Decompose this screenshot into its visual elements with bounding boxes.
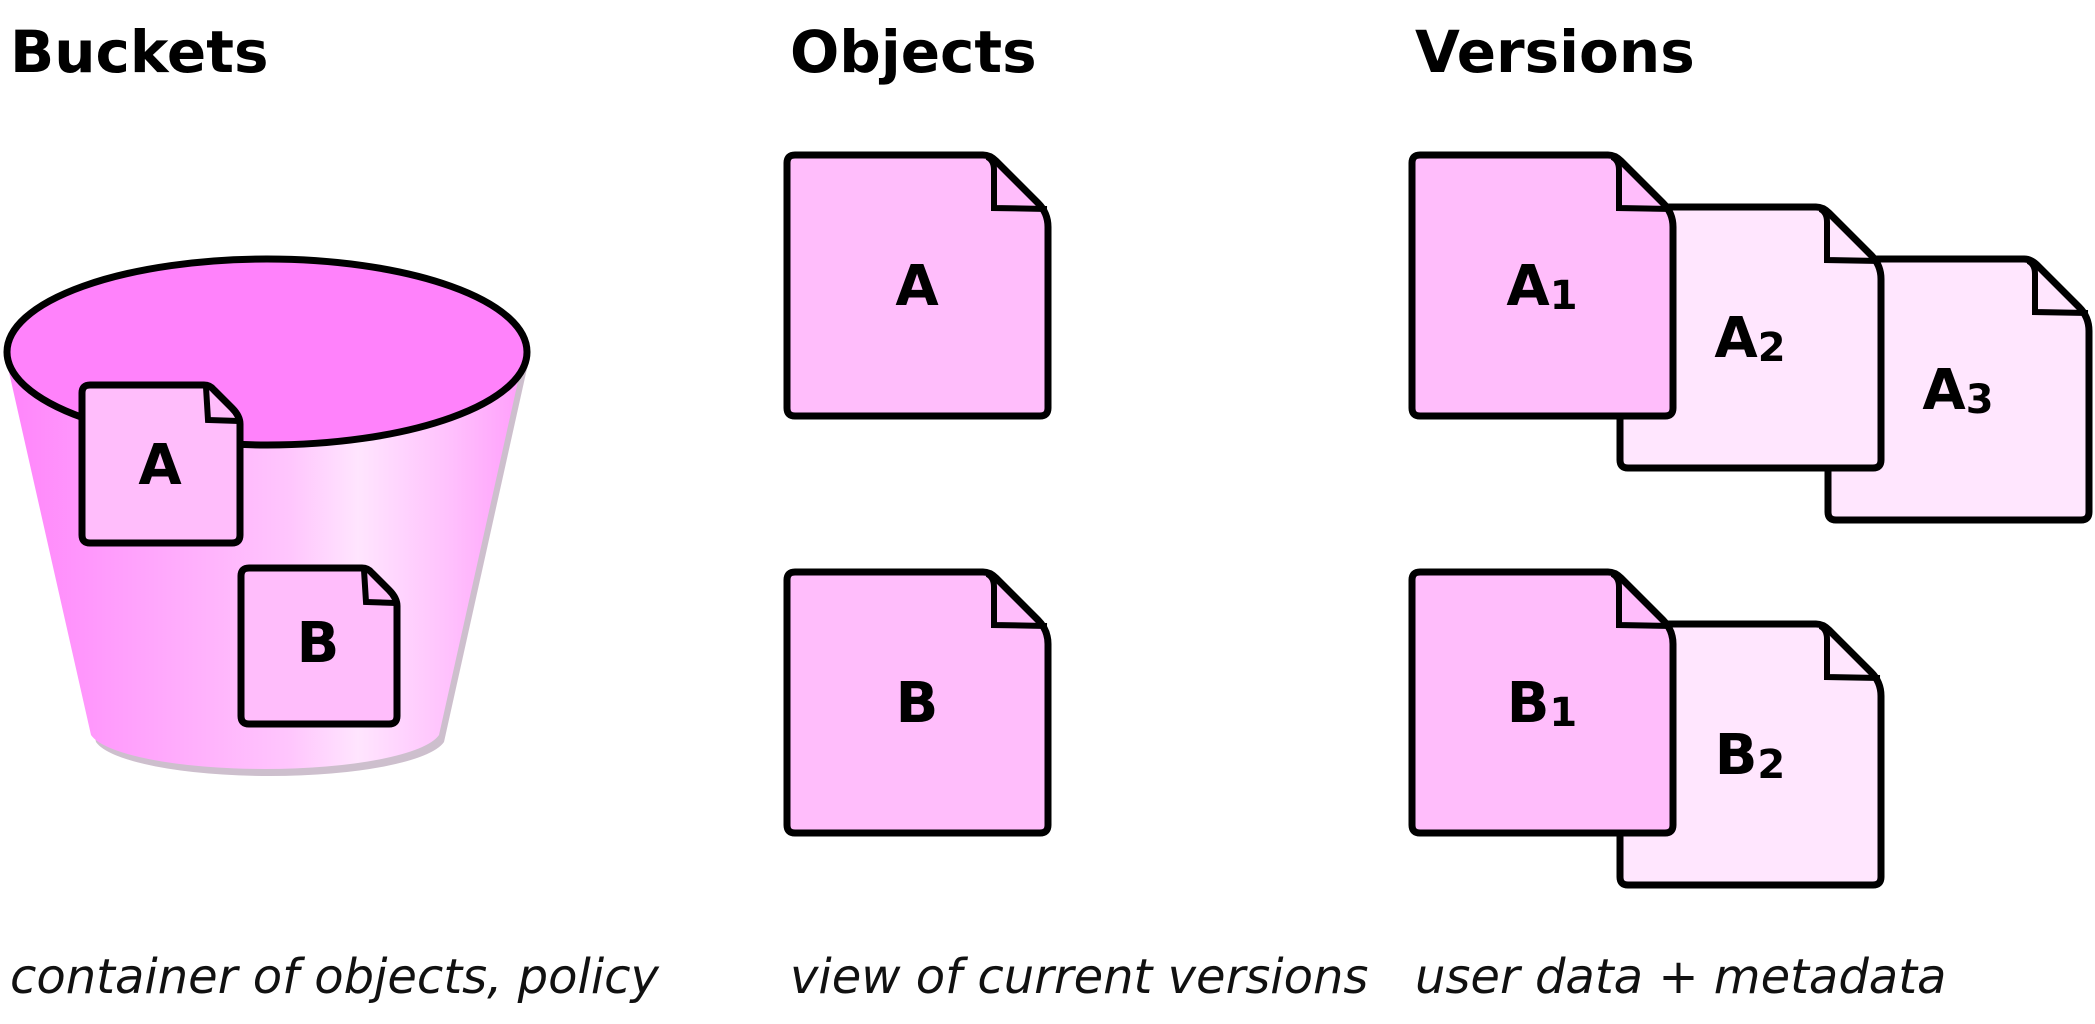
version-doc-a1-label: A1 [1506, 254, 1577, 319]
bucket-doc-b-label: B [297, 611, 340, 676]
object-doc-a-label: A [895, 254, 939, 319]
bucket-doc-a-label: A [138, 433, 182, 498]
version-doc-a2-label: A2 [1714, 306, 1785, 371]
version-doc-b2-label: B2 [1715, 723, 1786, 788]
dog-ear-icon [1610, 571, 1673, 629]
buckets-heading: Buckets [10, 18, 268, 86]
dog-ear-icon [985, 154, 1048, 212]
versions-heading: Versions [1415, 18, 1695, 86]
bucket-doc-a: A [78, 381, 244, 547]
object-doc-b-label: B [896, 671, 939, 736]
versions-caption: user data + metadata [1415, 949, 1946, 1005]
version-doc-a2: A2 [1616, 203, 1885, 472]
objects-caption: view of current versions [790, 949, 1368, 1005]
dog-ear-icon [1610, 154, 1673, 212]
objects-heading: Objects [790, 18, 1037, 86]
bucket-doc-b: B [237, 564, 401, 728]
object-doc-a: A [783, 151, 1052, 420]
dog-ear-icon [361, 569, 397, 606]
dog-ear-icon [985, 571, 1048, 629]
object-doc-b: B [783, 568, 1052, 837]
dog-ear-icon [2026, 258, 2089, 316]
version-doc-b1: B1 [1408, 568, 1677, 837]
buckets-caption: container of objects, policy [10, 949, 660, 1005]
version-doc-b1-label: B1 [1507, 671, 1578, 736]
version-doc-a3-label: A3 [1922, 358, 1993, 423]
dog-ear-icon [203, 386, 240, 424]
dog-ear-icon [1818, 206, 1881, 264]
version-doc-a1: A1 [1408, 151, 1677, 420]
dog-ear-icon [1818, 623, 1881, 681]
